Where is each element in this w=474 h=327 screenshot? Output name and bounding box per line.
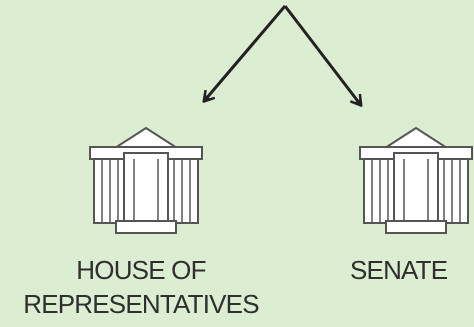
house-building-icon [89, 126, 203, 234]
house-label-line2: REPRESENTATIVES [23, 289, 259, 319]
house-of-representatives-label: HOUSE OF REPRESENTATIVES [0, 253, 282, 321]
arrow-left [205, 5, 287, 100]
arrow-right [283, 5, 360, 104]
senate-label: SENATE [350, 255, 448, 285]
senate-building-icon [359, 126, 473, 234]
house-label-line1: HOUSE OF [76, 255, 206, 285]
